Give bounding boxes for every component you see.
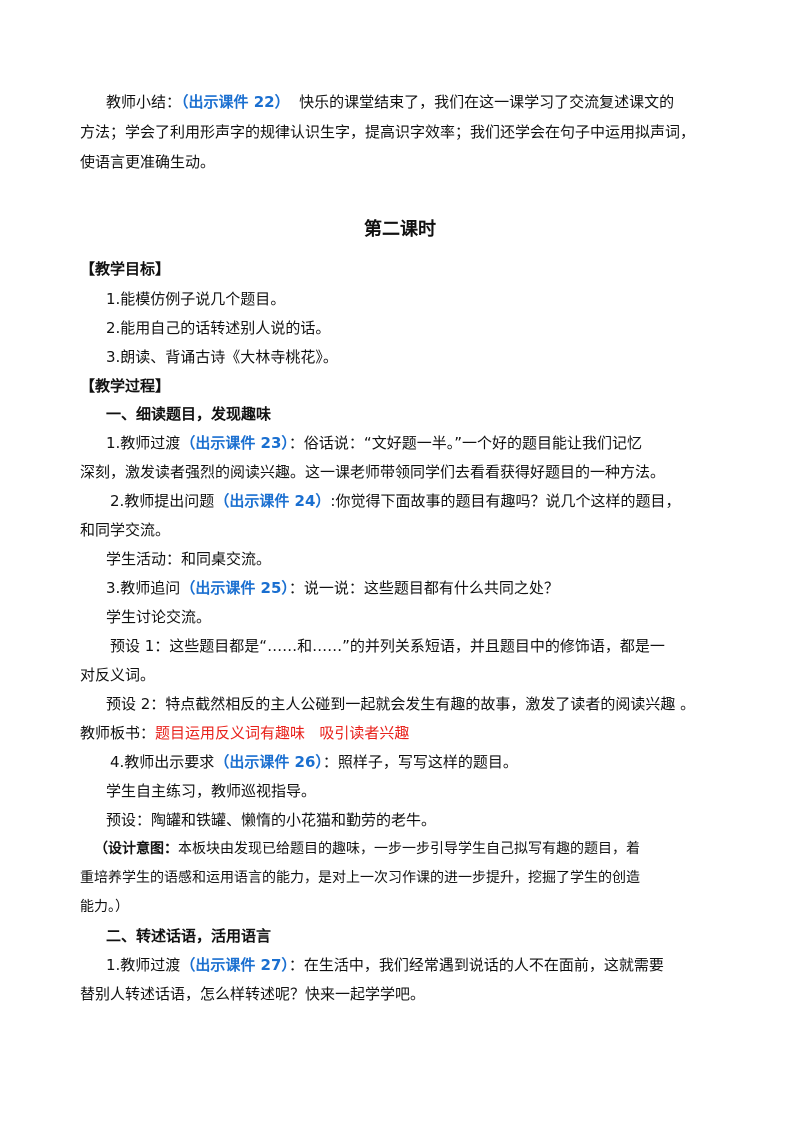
section-2-title: 二、转述话语，活用语言 bbox=[106, 927, 272, 945]
paragraph-12: 1.教师过渡（出示课件 27）：在生活中，我们经常遇到说话的人不在面前，这就需要 bbox=[106, 956, 664, 974]
design-intent-cont: 重培养学生的语感和运用语言的能力，是对上一次习作课的进一步提升，挖掘了学生的创造 bbox=[80, 870, 640, 886]
paragraph-12-cont: 替别人转述话语，怎么样转述呢？快来一起学学吧。 bbox=[80, 985, 426, 1003]
board-text-2: 吸引读者兴趣 bbox=[319, 724, 410, 742]
design-intent: （设计意图：本板块由发现已给题目的趣味，一步一步引导学生自己拟写有趣的题目，着 bbox=[94, 841, 640, 857]
design-intent-end: 能力。） bbox=[80, 899, 129, 915]
courseware-tag: （出示课件 24） bbox=[214, 492, 331, 510]
goal-item: 3.朗读、背诵古诗《大林寺桃花》。 bbox=[106, 348, 338, 366]
goals-heading: 【教学目标】 bbox=[80, 260, 171, 278]
goal-item: 2.能用自己的话转述别人说的话。 bbox=[106, 319, 331, 337]
intro-text: 快乐的课堂结束了，我们在这一课学习了交流复述课文的 bbox=[299, 93, 675, 111]
paragraph-5: 学生讨论交流。 bbox=[106, 608, 212, 626]
board-writing: 教师板书：题目运用反义词有趣味 吸引读者兴趣 bbox=[80, 724, 410, 742]
intro-line-2: 方法；学会了利用形声字的规律认识生字，提高识字效率；我们还学会在句子中运用拟声词… bbox=[80, 123, 696, 141]
process-heading: 【教学过程】 bbox=[80, 377, 171, 395]
courseware-tag: （出示课件 26） bbox=[214, 753, 323, 771]
paragraph-2: 2.教师提出问题（出示课件 24）:你觉得下面故事的题目有趣吗？说几个这样的题目… bbox=[110, 492, 681, 510]
preset-1: 预设 1：这些题目都是“……和……”的并列关系短语，并且题目中的修饰语，都是一 bbox=[110, 637, 665, 655]
goal-item: 1.能模仿例子说几个题目。 bbox=[106, 290, 286, 308]
paragraph-4: 3.教师追问（出示课件 25）：说一说：这些题目都有什么共同之处？ bbox=[106, 579, 559, 597]
courseware-tag: （出示课件 23） bbox=[180, 434, 289, 452]
paragraph-1-cont: 深刻，激发读者强烈的阅读兴趣。这一课老师带领同学们去看看获得好题目的一种方法。 bbox=[80, 463, 666, 481]
intro-line-1: 教师小结：（出示课件 22） 快乐的课堂结束了，我们在这一课学习了交流复述课文的 bbox=[106, 92, 674, 112]
paragraph-9: 4.教师出示要求（出示课件 26）：照样子，写写这样的题目。 bbox=[110, 753, 518, 771]
preset-1-cont: 对反义词。 bbox=[80, 666, 156, 684]
paragraph-2-cont: 和同学交流。 bbox=[80, 521, 171, 539]
paragraph-1: 1.教师过渡（出示课件 23）：俗话说：“文好题一半。”一个好的题目能让我们记忆 bbox=[106, 434, 642, 452]
section-1-title: 一、细读题目，发现趣味 bbox=[106, 405, 272, 423]
paragraph-3: 学生活动：和同桌交流。 bbox=[106, 550, 272, 568]
design-intent-label: （设计意图： bbox=[94, 841, 178, 857]
intro-label: 教师小结： bbox=[106, 93, 182, 111]
courseware-tag: （出示课件 25） bbox=[180, 579, 289, 597]
board-text-1: 题目运用反义词有趣味 bbox=[155, 724, 306, 742]
preset-2: 预设 2：特点截然相反的主人公碰到一起就会发生有趣的故事，激发了读者的阅读兴趣 … bbox=[106, 695, 696, 713]
courseware-tag: （出示课件 22） bbox=[181, 93, 290, 111]
intro-line-3: 使语言更准确生动。 bbox=[80, 153, 216, 171]
paragraph-10: 学生自主练习，教师巡视指导。 bbox=[106, 782, 317, 800]
courseware-tag: （出示课件 27） bbox=[180, 956, 289, 974]
preset-3: 预设：陶罐和铁罐、懒惰的小花猫和勤劳的老牛。 bbox=[106, 811, 437, 829]
lesson-title: 第二课时 bbox=[364, 219, 436, 240]
